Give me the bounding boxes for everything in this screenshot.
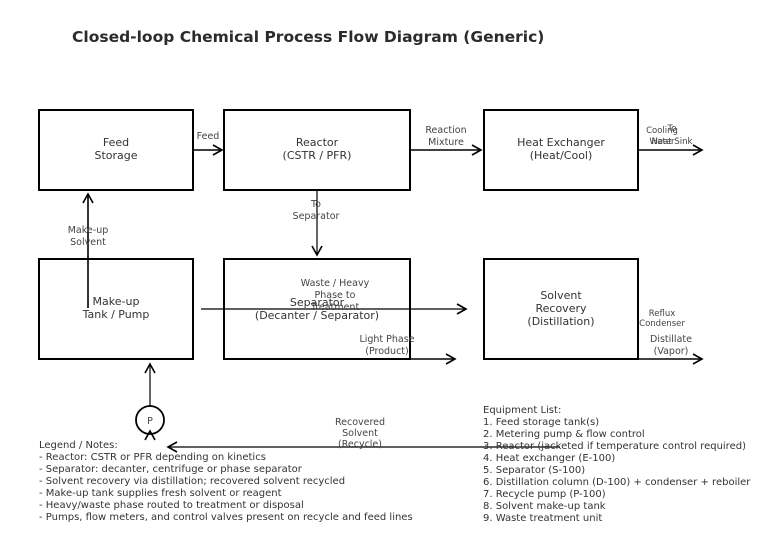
cooling-water-label-line2: Water bbox=[649, 137, 675, 147]
legend-heading: Legend / Notes: bbox=[39, 440, 118, 451]
separator-label-line1: Separator bbox=[290, 296, 345, 309]
feed-label: Feed bbox=[197, 131, 220, 142]
pump-suction-arrowhead-icon bbox=[144, 429, 156, 441]
light-phase-arrowhead-icon bbox=[445, 353, 457, 365]
legend-item: - Solvent recovery via distillation; rec… bbox=[39, 476, 345, 487]
legend-item: - Separator: decanter, centrifuge or pha… bbox=[39, 464, 303, 475]
solvent-recovery-label-line1: Solvent bbox=[540, 289, 582, 302]
reflux-condenser-label-line1: Reflux bbox=[649, 309, 676, 319]
equipment-item: 6. Distillation column (D-100) + condens… bbox=[483, 477, 751, 488]
makeup-tank-box bbox=[38, 258, 194, 360]
unit-makeup-tank bbox=[38, 258, 194, 360]
stream-light-phase: Light Phase (Product) bbox=[224, 334, 457, 365]
feed-storage-label-line2: Storage bbox=[94, 149, 137, 162]
distillate-label-line1: Distillate bbox=[650, 334, 692, 345]
legend-item: - Pumps, flow meters, and control valves… bbox=[39, 512, 413, 523]
recycle-pump: P bbox=[135, 362, 165, 441]
makeup-solvent-arrowhead-icon bbox=[82, 192, 94, 204]
heat-exchanger-label-line2: (Heat/Cool) bbox=[530, 149, 593, 162]
distillate-label-line2: (Vapor) bbox=[654, 346, 689, 357]
waste-label-line2: Phase to bbox=[315, 290, 356, 301]
legend-item: - Heavy/waste phase routed to treatment … bbox=[39, 500, 304, 511]
equipment-item: 7. Recycle pump (P-100) bbox=[483, 489, 606, 500]
makeup-tank-label-line2: Tank / Pump bbox=[82, 308, 150, 321]
heat-exchanger-box bbox=[483, 109, 639, 191]
equipment-item: 9. Waste treatment unit bbox=[483, 513, 602, 524]
reaction-mixture-label-line2: Mixture bbox=[428, 137, 464, 148]
equipment-item: 8. Solvent make-up tank bbox=[483, 501, 606, 512]
unit-feed-storage: Feed Storage bbox=[38, 109, 194, 191]
to-separator-label-line2: Separator bbox=[293, 211, 340, 222]
legend-item: - Reactor: CSTR or PFR depending on kine… bbox=[39, 452, 266, 463]
pump-icon bbox=[135, 405, 165, 435]
recovered-solvent-label-line3: (Recycle) bbox=[338, 439, 382, 450]
equipment-item: 1. Feed storage tank(s) bbox=[483, 417, 599, 428]
to-separator-label-line1: To bbox=[310, 199, 321, 210]
unit-heat-exchanger: Heat Exchanger (Heat/Cool) bbox=[483, 109, 639, 191]
equipment-item: 2. Metering pump & flow control bbox=[483, 429, 645, 440]
solvent-recovery-box bbox=[483, 258, 639, 360]
feed-arrowhead-icon bbox=[212, 144, 224, 156]
feed-storage-box bbox=[38, 109, 194, 191]
legend-notes: Legend / Notes: - Reactor: CSTR or PFR d… bbox=[39, 440, 413, 523]
separator-label-line2: (Decanter / Separator) bbox=[255, 309, 379, 322]
equipment-list-heading: Equipment List: bbox=[483, 405, 561, 416]
recovered-solvent-label-line1: Recovered bbox=[335, 417, 385, 428]
solvent-recovery-label-line3: (Distillation) bbox=[527, 315, 594, 328]
equipment-item: 4. Heat exchanger (E-100) bbox=[483, 453, 615, 464]
reactor-label-line1: Reactor bbox=[296, 136, 339, 149]
recycle-arrowhead-icon bbox=[166, 441, 178, 453]
reaction-mixture-label-line1: Reaction bbox=[425, 125, 466, 136]
equipment-list: Equipment List: 1. Feed storage tank(s) … bbox=[483, 405, 751, 524]
diagram-title: Closed-loop Chemical Process Flow Diagra… bbox=[72, 28, 544, 46]
waste-label-line1: Waste / Heavy bbox=[301, 278, 370, 289]
makeup-tank-label-line1: Make-up bbox=[93, 295, 140, 308]
pump-label: P bbox=[147, 416, 153, 427]
legend-item: - Make-up tank supplies fresh solvent or… bbox=[39, 488, 282, 499]
unit-reactor: Reactor (CSTR / PFR) bbox=[223, 109, 411, 191]
equipment-item: 5. Separator (S-100) bbox=[483, 465, 585, 476]
reactor-label-line2: (CSTR / PFR) bbox=[283, 149, 352, 162]
reflux-condenser-label-line2: Condenser bbox=[639, 319, 685, 329]
reaction-mixture-arrowhead-icon bbox=[471, 144, 483, 156]
recovered-solvent-label-line2: Solvent bbox=[342, 428, 378, 439]
makeup-solvent-label-line2: Solvent bbox=[70, 237, 106, 248]
stream-heat-sink: Cooling Water To Heat Sink bbox=[638, 124, 704, 156]
distillate-arrowhead-icon bbox=[692, 353, 704, 365]
stream-waste-heavy-phase: Waste / Heavy Phase to Treatment bbox=[201, 278, 468, 315]
to-heat-sink-label-line2: Heat Sink bbox=[652, 137, 693, 147]
to-separator-arrowhead-icon bbox=[311, 245, 323, 257]
waste-arrowhead-icon bbox=[456, 303, 468, 315]
stream-reaction-mixture: Reaction Mixture bbox=[410, 125, 483, 156]
solvent-recovery-label-line2: Recovery bbox=[535, 302, 586, 315]
stream-distillate: Reflux Condenser Distillate (Vapor) bbox=[638, 309, 704, 365]
stream-to-separator: To Separator bbox=[293, 191, 340, 257]
heat-exchanger-label-line1: Heat Exchanger bbox=[517, 136, 605, 149]
stream-makeup-solvent: Make-up Solvent bbox=[68, 192, 109, 308]
stream-feed: Feed bbox=[194, 131, 224, 156]
cooling-water-label-line1: Cooling bbox=[646, 126, 678, 136]
to-heat-sink-label-line1: To bbox=[667, 124, 677, 134]
light-phase-label-line1: Light Phase bbox=[359, 334, 414, 345]
feed-storage-label-line1: Feed bbox=[103, 136, 129, 149]
pump-discharge-arrowhead-icon bbox=[144, 362, 156, 374]
equipment-item: 3. Reactor (jacketed if temperature cont… bbox=[483, 441, 746, 452]
reactor-box bbox=[223, 109, 411, 191]
stream-recovered-solvent: Recovered Solvent (Recycle) bbox=[166, 417, 560, 453]
makeup-solvent-label-line1: Make-up bbox=[68, 225, 109, 236]
waste-label-line3: Treatment bbox=[310, 302, 360, 313]
heat-sink-arrowhead-icon bbox=[692, 144, 704, 156]
unit-solvent-recovery: Solvent Recovery (Distillation) bbox=[483, 258, 639, 360]
light-phase-label-line2: (Product) bbox=[365, 346, 408, 357]
